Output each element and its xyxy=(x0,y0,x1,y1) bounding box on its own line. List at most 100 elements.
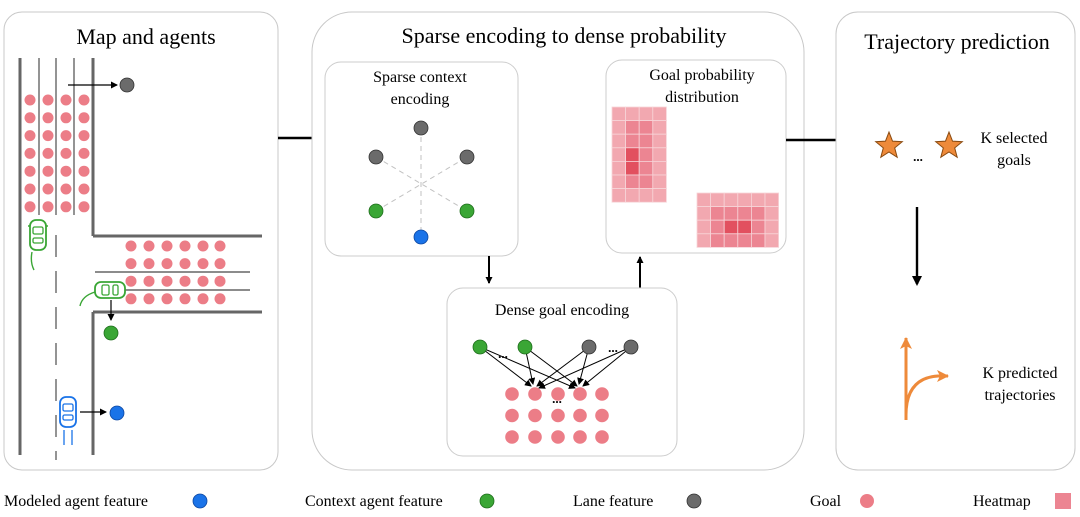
heatmap-cell xyxy=(625,188,640,203)
goal-dot xyxy=(78,130,90,142)
goal-dot xyxy=(197,275,209,287)
heatmap-cell xyxy=(710,192,725,208)
goal-dot xyxy=(60,112,72,124)
heatmap-cell xyxy=(625,133,640,149)
trajectory-panel-frame xyxy=(835,11,1076,471)
car-icon xyxy=(59,396,77,428)
goal-dot xyxy=(551,387,565,401)
legend-label-lane: Lane feature xyxy=(573,493,653,510)
goal-dot xyxy=(505,387,519,401)
goal-dot xyxy=(197,293,209,305)
heatmap-cell xyxy=(652,147,667,162)
goal-dot xyxy=(528,387,542,401)
heatmap-cell xyxy=(751,192,766,208)
goal-dot xyxy=(24,147,36,159)
heatmap-cell xyxy=(723,206,739,221)
goal-dot xyxy=(528,430,542,444)
heatmap-cell xyxy=(625,160,640,176)
star-icon xyxy=(934,130,964,159)
heatmap-cell xyxy=(696,233,712,248)
dense-goal-box xyxy=(446,287,678,457)
map-context-feature-dot xyxy=(103,325,119,341)
map-modeled-feature-dot xyxy=(109,405,125,421)
map-panel-title: Map and agents xyxy=(76,24,215,49)
lane-node xyxy=(368,149,384,165)
map-panel: Map and agents xyxy=(3,11,279,471)
goal-dot xyxy=(161,240,173,252)
ellipsis: ... xyxy=(608,340,618,355)
goal-dot xyxy=(143,293,155,305)
encoding-panel: Sparse encoding to dense probability Spa… xyxy=(311,11,805,471)
heatmap-cell xyxy=(751,233,766,248)
heatmap-cell xyxy=(737,192,752,208)
goal-dot xyxy=(214,240,226,252)
goal-dot xyxy=(42,201,54,213)
heatmap-cell xyxy=(652,120,667,135)
goal-dot xyxy=(143,240,155,252)
goal-dot xyxy=(42,94,54,106)
goals-label-line1: K selected xyxy=(980,130,1047,147)
heatmap-cell xyxy=(625,120,640,135)
legend-swatch-lane xyxy=(686,493,702,509)
heatmap-cell xyxy=(611,106,627,122)
goal-dot xyxy=(60,94,72,106)
legend-swatch-heatmap xyxy=(1055,493,1071,509)
legend-label-context: Context agent feature xyxy=(305,493,443,510)
goal-dot xyxy=(78,183,90,195)
goal-dot xyxy=(595,430,609,444)
modeled-node xyxy=(413,229,429,245)
heatmap-cell xyxy=(723,219,739,235)
ellipsis: ... xyxy=(498,346,508,361)
context-node xyxy=(517,339,533,355)
car-trail xyxy=(30,251,35,271)
heatmap-cell xyxy=(764,233,780,248)
heatmap-cell xyxy=(696,206,712,221)
heatmap-cell xyxy=(611,160,627,176)
goal-dot xyxy=(595,408,609,423)
heatmap-cell xyxy=(751,206,766,221)
goal-dot xyxy=(125,258,137,270)
heatmap-cell xyxy=(611,147,627,162)
trajectory-panel: Trajectory prediction ... K selected goa… xyxy=(835,11,1076,471)
goal-dot xyxy=(60,165,72,177)
heatmap-cell xyxy=(737,206,752,221)
goal-dot xyxy=(78,165,90,177)
encoding-panel-title: Sparse encoding to dense probability xyxy=(401,23,726,48)
heatmap-cell xyxy=(696,192,712,208)
goal-dot xyxy=(143,275,155,287)
heatmap-cell xyxy=(737,233,752,248)
goal-dot xyxy=(214,293,226,305)
trajectory-path-turn xyxy=(904,370,949,416)
goal-dot xyxy=(24,165,36,177)
goal-dot xyxy=(78,112,90,124)
goal-probability-title-line1: Goal probability xyxy=(649,67,754,84)
ellipsis: ... xyxy=(913,149,923,164)
legend-label-heatmap: Heatmap xyxy=(973,493,1031,510)
goal-dot xyxy=(125,275,137,287)
goal-dot xyxy=(551,408,565,423)
trajectories-label-line1: K predicted xyxy=(982,365,1057,382)
goal-dot xyxy=(125,240,137,252)
star-icon xyxy=(874,130,904,159)
heatmap-cell xyxy=(710,219,725,235)
heatmap-cell xyxy=(764,219,780,235)
goal-dot xyxy=(60,130,72,142)
lane-node xyxy=(459,149,475,165)
heatmap-cell xyxy=(652,188,667,203)
context-node xyxy=(472,339,488,355)
lane-node xyxy=(581,339,597,355)
car-icon xyxy=(94,281,126,299)
goal-dot xyxy=(505,408,519,423)
goal-dot xyxy=(197,258,209,270)
goal-dot xyxy=(551,430,565,444)
heatmap-cell xyxy=(737,219,752,235)
legend-label-goal: Goal xyxy=(810,493,842,510)
goal-dot xyxy=(573,408,587,423)
goal-dot xyxy=(42,183,54,195)
heatmap-cell xyxy=(751,219,766,235)
map-goal-dots-vertical xyxy=(24,94,90,213)
goal-dot xyxy=(179,293,191,305)
goal-dot xyxy=(24,183,36,195)
goal-probability-title-line2: distribution xyxy=(665,89,739,106)
heatmap-cell xyxy=(638,147,654,162)
